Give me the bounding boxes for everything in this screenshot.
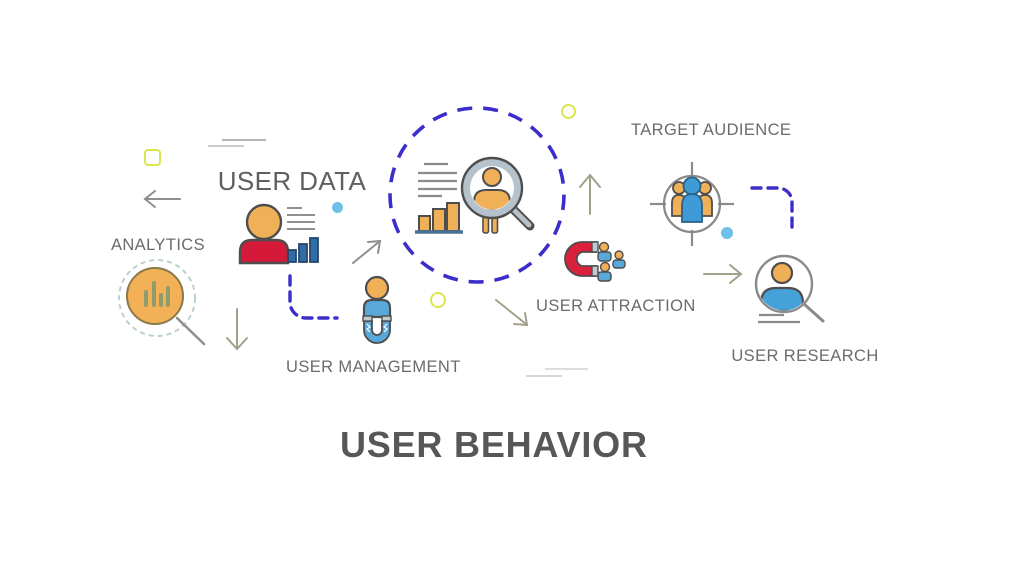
lime-circle-accent-bottom (430, 292, 446, 308)
lime-circle-accent-top (561, 104, 576, 119)
audience-people (671, 176, 713, 223)
analytics-label: ANALYTICS (110, 236, 206, 254)
magnifier-person (460, 156, 535, 234)
user-data-label: USER DATA (217, 166, 367, 196)
target-audience-label: TARGET AUDIENCE (631, 121, 792, 139)
arrow-left-icon (143, 190, 181, 208)
target-audience-icon (650, 162, 734, 246)
arrow-up-icon (579, 173, 601, 215)
report-lines (418, 162, 457, 198)
growth-bar-chart (415, 202, 463, 234)
user-attraction-label: USER ATTRACTION (536, 297, 696, 315)
user-data-icon (238, 203, 319, 265)
arrow-right-icon (703, 264, 743, 284)
dashed-connector-right (750, 186, 794, 235)
arrow-down-right-icon (495, 299, 529, 327)
analytics-icon (118, 259, 206, 346)
central-focus-icon (388, 106, 566, 284)
decorative-lines-top (208, 139, 266, 147)
user-attraction-icon (564, 241, 626, 282)
decorative-lines-bottom (526, 368, 588, 377)
user-research-label: USER RESEARCH (731, 347, 879, 365)
user-management-icon (362, 275, 392, 344)
user-research-icon (754, 254, 825, 324)
user-management-label: USER MANAGEMENT (286, 358, 461, 376)
arrow-up-right-icon (352, 239, 382, 264)
blue-dot-accent-left (332, 202, 343, 213)
blue-dot-accent-right (721, 227, 733, 239)
lime-square-accent (144, 149, 161, 166)
arrow-down-icon (226, 308, 248, 351)
dashed-connector-left (288, 274, 339, 320)
page-title: USER BEHAVIOR (340, 424, 648, 465)
attracted-people (597, 241, 626, 282)
